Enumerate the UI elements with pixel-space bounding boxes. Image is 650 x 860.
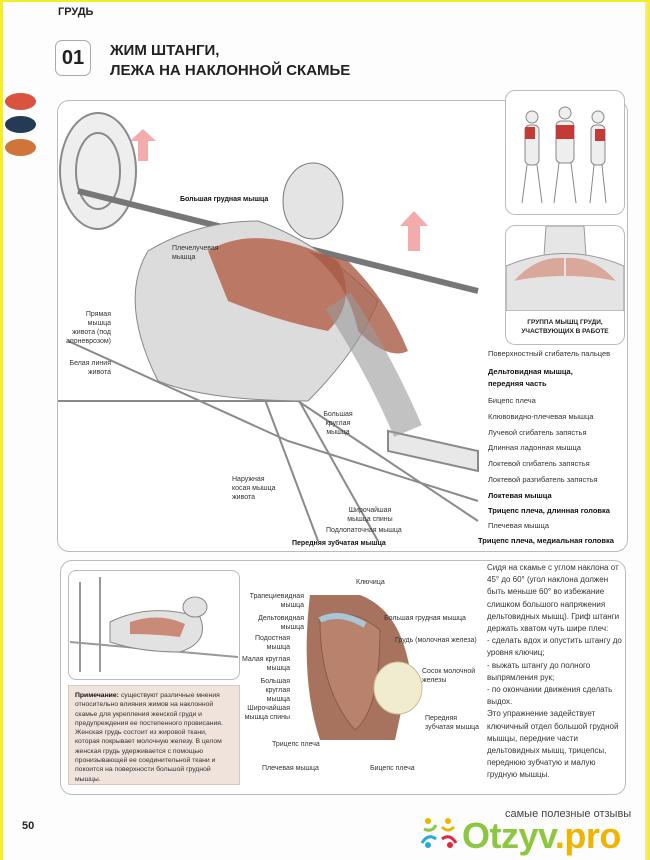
- logo-main: Otzyv: [462, 815, 555, 856]
- lower-label-clavicle: Ключица: [356, 579, 385, 586]
- page-title: ЖИМ ШТАНГИ, ЛЕЖА НА НАКЛОННОЙ СКАМЬЕ: [110, 41, 350, 81]
- logo-suffix: .pro: [554, 815, 622, 856]
- tab-marker-navy: [5, 116, 36, 133]
- section-title: ГРУДЬ: [58, 6, 94, 18]
- lower-label-biceps: Бицепс плеча: [370, 765, 415, 772]
- note-box: Примечание: существуют различные мнения …: [68, 685, 240, 785]
- right-label: Трицепс плеча, медиальная головка: [478, 536, 614, 545]
- tab-marker-red: [5, 93, 36, 110]
- exercise-number: 01: [55, 40, 91, 76]
- title-line-1: ЖИМ ШТАНГИ,: [110, 42, 220, 59]
- tab-marker-orange: [5, 139, 36, 156]
- scan-edge-left: [0, 0, 3, 860]
- right-label: Локтевая мышца: [488, 491, 552, 500]
- otzyv-logo-icon: [420, 818, 458, 848]
- shoulder-breast-anatomy-illustration: [306, 595, 423, 740]
- page-number: 50: [22, 820, 35, 832]
- right-label: Клювовидно-плечевая мышца: [488, 412, 594, 421]
- muscle-figures-illustration: [521, 106, 607, 204]
- lower-label-triceps: Трицепс плеча: [272, 741, 320, 748]
- right-label: Дельтовидная мышца,: [488, 367, 573, 376]
- lower-label-pectoralis: Большая грудная мышца: [384, 615, 466, 622]
- right-label: передняя часть: [488, 379, 547, 388]
- right-label: Лучевой сгибатель запястья: [488, 428, 587, 437]
- female-bench-illustration: [70, 577, 238, 672]
- chest-group-caption: ГРУППА МЫШЦ ГРУДИ,УЧАСТВУЮЩИХ В РАБОТЕ: [521, 319, 609, 335]
- note-text: существуют различные мнения относительно…: [75, 692, 223, 783]
- otzyv-logo[interactable]: Otzyv.pro: [462, 815, 621, 857]
- lower-label-brachialis: Плечевая мышца: [262, 765, 319, 772]
- scan-edge-top: [0, 0, 650, 2]
- title-line-2: ЛЕЖА НА НАКЛОННОЙ СКАМЬЕ: [110, 62, 351, 79]
- right-label: Бицепс плеча: [488, 396, 536, 405]
- chest-muscles-illustration: [506, 226, 624, 311]
- lower-label-breast: Грудь (молочная железа): [395, 637, 477, 644]
- right-label: Поверхностный сгибатель пальцев: [488, 349, 611, 358]
- right-label: Плечевая мышца: [488, 521, 550, 530]
- exercise-description: Сидя на скамье с углом наклона от 45° до…: [487, 563, 622, 780]
- right-label: Трицепс плеча, длинная головка: [488, 506, 610, 515]
- label-pectoralis-major: Большая грудная мышца: [180, 196, 269, 203]
- label-subscapularis: Подлопаточная мышца: [326, 527, 402, 534]
- scan-edge-right: [645, 0, 650, 860]
- right-label: Локтевой разгибатель запястья: [488, 475, 598, 484]
- bench-press-illustration: [58, 112, 479, 542]
- right-label: Локтевой сгибатель запястья: [488, 459, 590, 468]
- label-serratus: Передняя зубчатая мышца: [292, 540, 386, 547]
- right-label: Длинная ладонная мышца: [488, 443, 581, 452]
- logo-tagline: самые полезные отзывы: [505, 808, 632, 820]
- note-label: Примечание:: [75, 692, 119, 699]
